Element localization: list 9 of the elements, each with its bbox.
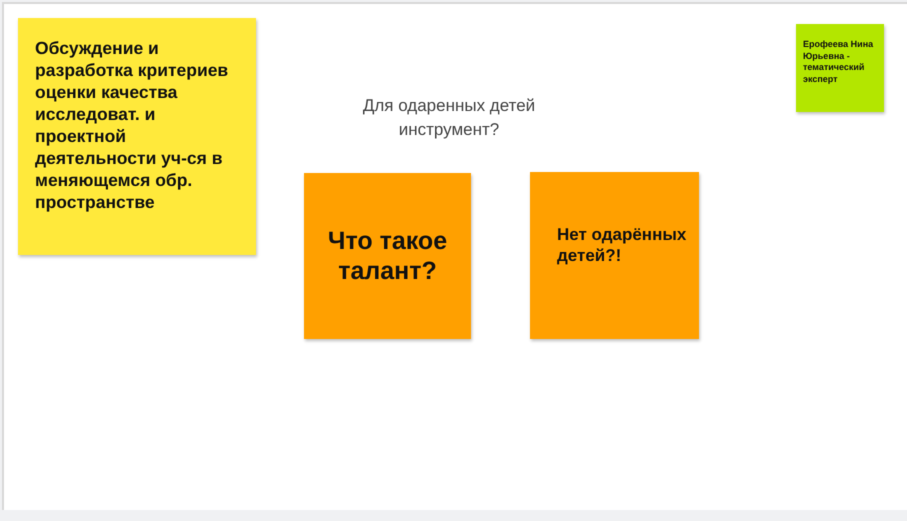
floating-text: Для одаренных детей инструмент? <box>362 95 536 141</box>
sticky-note <box>304 173 471 339</box>
note-text: Ерофеева Нина Юрьевна - тематический эксперт <box>803 39 874 85</box>
sticky-note <box>796 24 884 112</box>
sticky-note <box>18 18 256 255</box>
sticky-note <box>530 172 699 339</box>
note-text: Что такое талант? <box>326 226 448 286</box>
note-text: Нет одарённых детей?! <box>557 224 688 266</box>
note-text: Обсуждение и разработка критериев оценки качества исследоват. и проектной деятельности уч-ся в меняющемся обр. пространстве <box>35 37 230 213</box>
